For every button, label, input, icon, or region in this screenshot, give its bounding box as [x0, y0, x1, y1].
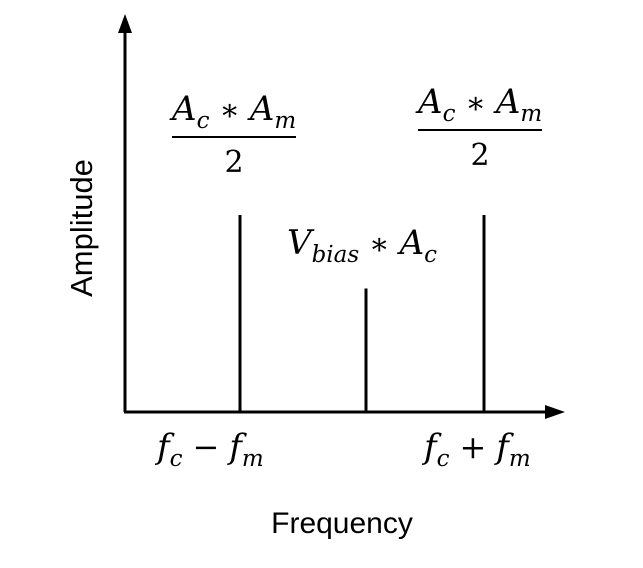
lower-amp-denominator: 2: [224, 145, 243, 180]
x-axis-label: Frequency: [271, 507, 413, 540]
upper-amp-op: ∗: [465, 86, 485, 121]
lower-amp-b: A: [247, 89, 275, 129]
carrier-amp-a-sub: bias: [312, 242, 360, 268]
upper-amp-b-sub: m: [520, 101, 542, 127]
carrier-amp-op: ∗: [369, 227, 389, 262]
carrier-amp-a: V: [287, 223, 315, 263]
lower-amp-a: A: [169, 89, 197, 129]
upper-amp-denominator: 2: [470, 138, 489, 173]
y-axis-arrowhead: [118, 14, 132, 33]
lower-amp-b-sub: m: [274, 108, 296, 134]
lower-amplitude-label: Ac∗Am 2: [169, 89, 296, 180]
x-axis-arrowhead: [545, 405, 565, 419]
upper-amp-b: A: [493, 82, 521, 122]
upper-freq-op: +: [459, 428, 486, 466]
y-axis-label: Amplitude: [64, 159, 99, 297]
carrier-amp-b: A: [397, 223, 425, 263]
lower-frequency-label: fc−fm: [154, 427, 264, 472]
upper-amp-a: A: [415, 82, 443, 122]
lower-freq-b-sub: m: [242, 446, 264, 472]
svg-text:Ac∗Am: Ac∗Am: [169, 89, 296, 134]
upper-frequency-label: fc+fm: [421, 427, 531, 472]
lower-amp-a-sub: c: [197, 108, 210, 134]
svg-text:Ac∗Am: Ac∗Am: [415, 82, 542, 127]
lower-freq-a-sub: c: [170, 446, 183, 472]
upper-freq-b-sub: m: [509, 446, 531, 472]
upper-freq-a-sub: c: [437, 446, 450, 472]
carrier-amplitude-label: Vbias ∗Ac: [287, 223, 437, 268]
upper-amp-a-sub: c: [443, 101, 456, 127]
upper-amplitude-label: Ac∗Am 2: [415, 82, 542, 173]
carrier-amp-b-sub: c: [424, 242, 437, 268]
lower-amp-op: ∗: [219, 93, 239, 128]
lower-freq-op: −: [192, 428, 219, 466]
